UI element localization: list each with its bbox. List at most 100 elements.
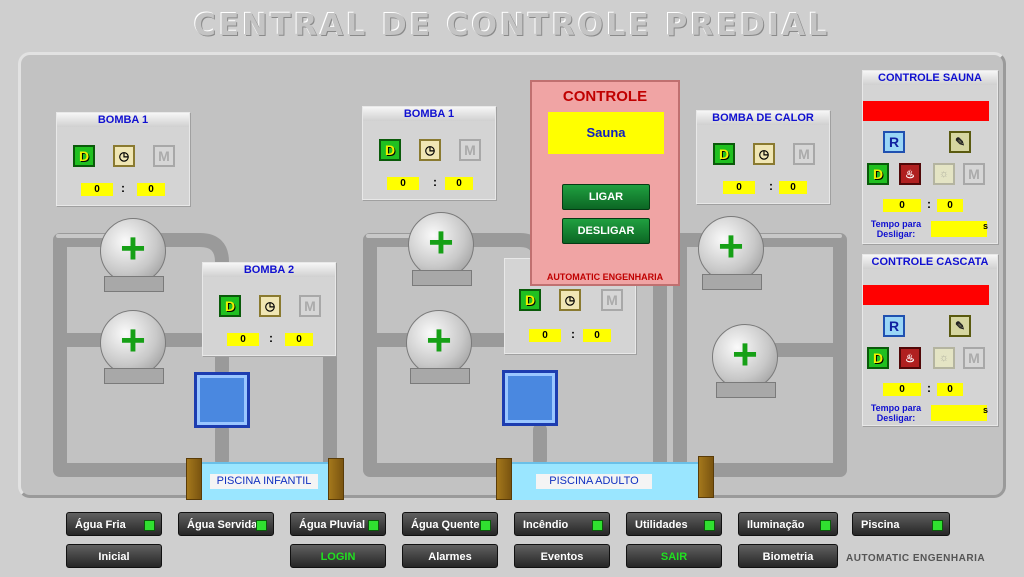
tempo-label-line2: Desligar: [876, 229, 916, 239]
time-separator: : [927, 197, 931, 211]
nav-agua-pluvial-button[interactable]: Água Pluvial [290, 512, 386, 536]
nav-agua-servida-button[interactable]: Água Servida [178, 512, 274, 536]
cascata-title: CONTROLE CASCATA [863, 255, 997, 269]
manual-mode-button[interactable]: M [963, 347, 985, 369]
pump-1-left[interactable]: + [100, 218, 166, 292]
auto-mode-button[interactable]: D [379, 139, 401, 161]
lamp-icon[interactable]: ☼ [933, 347, 955, 369]
pool-adulto: PISCINA ADULTO [510, 462, 698, 500]
manual-mode-button[interactable]: M [153, 145, 175, 167]
reset-button[interactable]: R [883, 315, 905, 337]
nav-iluminacao-button[interactable]: Iluminação [738, 512, 838, 536]
reset-button[interactable]: R [883, 131, 905, 153]
auto-mode-button[interactable]: D [73, 145, 95, 167]
pool-post [698, 456, 714, 498]
sair-button[interactable]: SAIR [626, 544, 722, 568]
auto-mode-button[interactable]: D [867, 347, 889, 369]
manual-mode-button[interactable]: M [299, 295, 321, 317]
timer-icon[interactable]: ◷ [419, 139, 441, 161]
pump-2-mid[interactable]: + [406, 310, 472, 384]
ligar-button[interactable]: LIGAR [562, 184, 650, 210]
auto-mode-button[interactable]: D [713, 143, 735, 165]
pump-calor-1[interactable]: + [698, 216, 764, 290]
sauna-panel: CONTROLE SAUNA R ✎ D ♨ ☼ M 0 : 0 Tempo p… [862, 70, 998, 244]
nav-label: Piscina [861, 519, 900, 531]
hours-value: 0 [883, 199, 921, 212]
seconds-unit: s [983, 405, 989, 415]
sauna-title: CONTROLE SAUNA [863, 71, 997, 85]
nav-label: Utilidades [635, 519, 688, 531]
pool-infantil-label: PISCINA INFANTIL [210, 474, 318, 489]
nav-label: Água Pluvial [299, 519, 366, 531]
tempo-label-line1: Tempo para [870, 403, 922, 413]
minutes-value: 0 [937, 199, 963, 212]
hours-value: 0 [529, 329, 561, 342]
minutes-value: 0 [779, 181, 807, 194]
controle-panel: CONTROLE Sauna LIGAR DESLIGAR AUTOMATIC … [530, 80, 680, 286]
manual-mode-button[interactable]: M [793, 143, 815, 165]
nav-label: Água Fria [75, 519, 126, 531]
tempo-label-line1: Tempo para [870, 219, 922, 229]
minutes-value: 0 [137, 183, 165, 196]
nav-agua-fria-button[interactable]: Água Fria [66, 512, 162, 536]
login-button[interactable]: LOGIN [290, 544, 386, 568]
bomba1-mid-label: BOMBA 1 [363, 107, 495, 121]
lamp-icon[interactable]: ☼ [933, 163, 955, 185]
minutes-value: 0 [583, 329, 611, 342]
pump-calor-2[interactable]: + [712, 324, 778, 398]
pool-post [186, 458, 202, 500]
bomba2-left-panel: BOMBA 2 D ◷ M 0 : 0 [202, 262, 336, 356]
hours-value: 0 [387, 177, 419, 190]
status-led [480, 520, 491, 531]
auto-mode-button[interactable]: D [519, 289, 541, 311]
time-separator: : [571, 327, 575, 341]
auto-mode-button[interactable]: D [219, 295, 241, 317]
pool-post [328, 458, 344, 500]
desligar-button[interactable]: DESLIGAR [562, 218, 650, 244]
pump-1-mid[interactable]: + [408, 212, 474, 286]
sauna-alarm-bar [863, 101, 989, 121]
minutes-value: 0 [937, 383, 963, 396]
nav-label: Incêndio [523, 519, 569, 531]
nav-utilidades-button[interactable]: Utilidades [626, 512, 722, 536]
timer-icon[interactable]: ◷ [259, 295, 281, 317]
controle-title: CONTROLE [562, 88, 648, 105]
edit-icon[interactable]: ✎ [949, 131, 971, 153]
controle-selected[interactable]: Sauna [548, 112, 664, 154]
tempo-desligar-input[interactable] [931, 221, 987, 237]
inicial-button[interactable]: Inicial [66, 544, 162, 568]
filter-icon[interactable] [194, 372, 250, 428]
hours-value: 0 [227, 333, 259, 346]
auto-mode-button[interactable]: D [867, 163, 889, 185]
pump-2-left[interactable]: + [100, 310, 166, 384]
plus-icon: + [120, 316, 146, 365]
footer-brand: AUTOMATIC ENGENHARIA [846, 553, 986, 564]
heater-icon[interactable]: ♨ [899, 163, 921, 185]
status-led [820, 520, 831, 531]
pool-adulto-label: PISCINA ADULTO [536, 474, 652, 489]
nav-piscina-button[interactable]: Piscina [852, 512, 950, 536]
bomba-calor-panel: BOMBA DE CALOR D ◷ M 0 : 0 [696, 110, 830, 204]
edit-icon[interactable]: ✎ [949, 315, 971, 337]
manual-mode-button[interactable]: M [963, 163, 985, 185]
bomba1-mid-panel: BOMBA 1 D ◷ M 0 : 0 [362, 106, 496, 200]
page-title: CENTRAL DE CONTROLE PREDIAL [193, 8, 831, 43]
nav-incendio-button[interactable]: Incêndio [514, 512, 610, 536]
status-led [592, 520, 603, 531]
time-separator: : [433, 175, 437, 189]
filter-icon[interactable] [502, 370, 558, 426]
timer-icon[interactable]: ◷ [753, 143, 775, 165]
manual-mode-button[interactable]: M [601, 289, 623, 311]
alarmes-button[interactable]: Alarmes [402, 544, 498, 568]
minutes-value: 0 [445, 177, 473, 190]
tempo-desligar-label: Tempo para Desligar: [863, 403, 929, 423]
tempo-desligar-input[interactable] [931, 405, 987, 421]
time-separator: : [927, 381, 931, 395]
manual-mode-button[interactable]: M [459, 139, 481, 161]
biometria-button[interactable]: Biometria [738, 544, 838, 568]
timer-icon[interactable]: ◷ [559, 289, 581, 311]
nav-agua-quente-button[interactable]: Água Quente [402, 512, 498, 536]
heater-icon[interactable]: ♨ [899, 347, 921, 369]
timer-icon[interactable]: ◷ [113, 145, 135, 167]
eventos-button[interactable]: Eventos [514, 544, 610, 568]
